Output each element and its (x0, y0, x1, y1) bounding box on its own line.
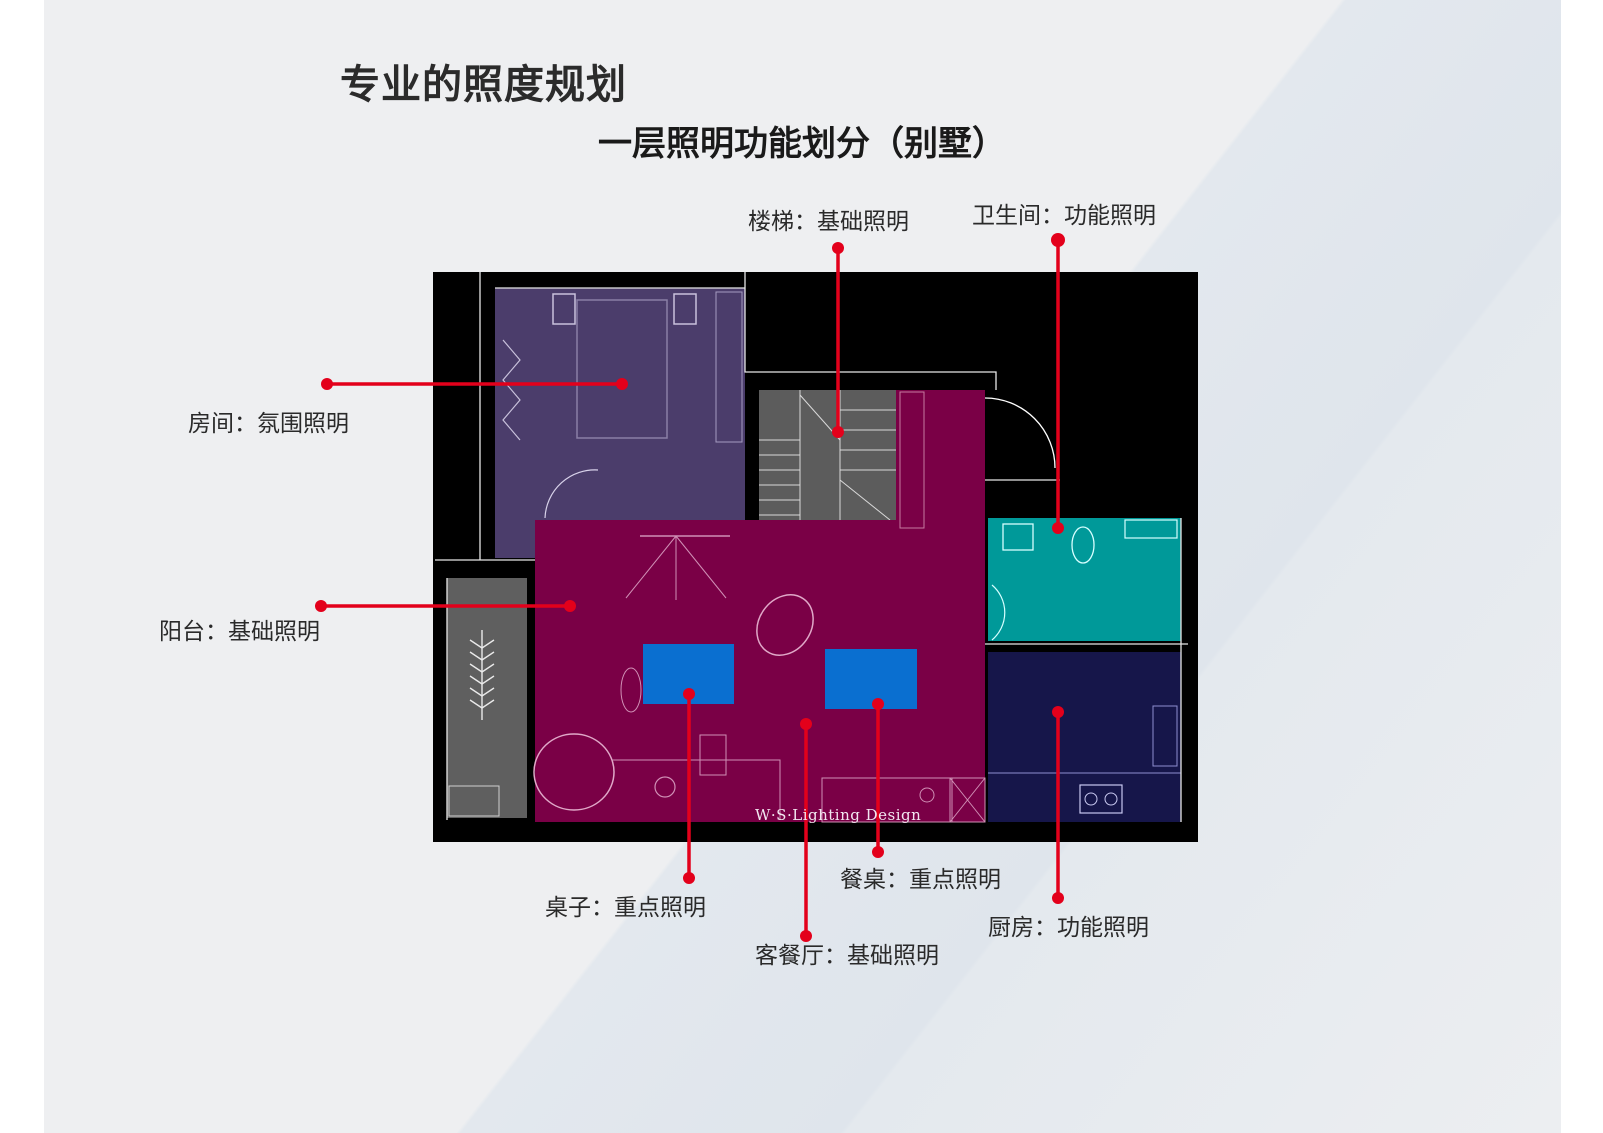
marker-dot (683, 688, 695, 700)
marker-dot (872, 846, 884, 858)
balcony-zone (447, 578, 527, 818)
bathroom-zone (988, 518, 1181, 641)
stairs-zone (759, 390, 896, 530)
marker-dot (832, 242, 844, 254)
callout-desk: 桌子：重点照明 (545, 895, 706, 921)
bedroom-zone (495, 288, 745, 558)
callout-bathroom: 卫生间：功能照明 (972, 203, 1156, 229)
callout-stairs: 楼梯：基础照明 (748, 209, 909, 235)
marker-dot (564, 600, 576, 612)
callout-kitchen: 厨房：功能照明 (988, 915, 1149, 941)
callout-dining-table: 餐桌：重点照明 (840, 867, 1001, 893)
leader-markers (315, 233, 1065, 942)
living-dining-zone (533, 390, 986, 823)
marker-dot (315, 600, 327, 612)
page-subtitle: 一层照明功能划分（别墅） (598, 124, 1006, 164)
marker-dot (1052, 706, 1064, 718)
marker-dot (800, 930, 812, 942)
marker-dot (1052, 892, 1064, 904)
page-title: 专业的照度规划 (340, 62, 627, 108)
wall-outlines (435, 272, 1188, 822)
marker-dot (800, 718, 812, 730)
marker-dot (616, 378, 628, 390)
dining-table-zone (825, 649, 917, 709)
marker-dot (321, 378, 333, 390)
entrance-door-swing (984, 397, 1056, 469)
marker-dot (832, 426, 844, 438)
watermark-text: W·S·Lighting Design (755, 806, 922, 824)
callout-living-dining: 客餐厅：基础照明 (755, 943, 939, 969)
marker-dot (1052, 522, 1064, 534)
kitchen-zone (988, 652, 1181, 822)
marker-dot (683, 872, 695, 884)
marker-dot (1051, 233, 1065, 247)
marker-dot (872, 698, 884, 710)
leader-lines (321, 240, 1060, 936)
callout-bedroom: 房间：氛围照明 (188, 411, 349, 437)
callout-balcony: 阳台：基础照明 (159, 619, 320, 645)
